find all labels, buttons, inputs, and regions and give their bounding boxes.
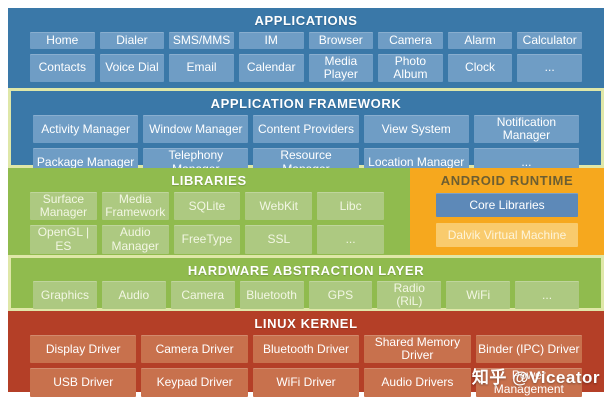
cell: Keypad Driver <box>141 368 248 397</box>
section-android-runtime: ANDROID RUNTIME Core Libraries Dalvik Vi… <box>410 168 604 255</box>
cell: Home <box>30 32 95 49</box>
cell: OpenGL | ES <box>30 225 97 254</box>
cell: Content Providers <box>253 115 359 144</box>
cell: Shared Memory Driver <box>364 335 471 364</box>
cell: Surface Manager <box>30 192 97 221</box>
cell: Libc <box>317 192 384 221</box>
cell: Email <box>169 53 234 82</box>
cell: View System <box>363 115 469 144</box>
cell: Activity Manager <box>33 115 139 144</box>
libraries-title: LIBRARIES <box>171 173 247 188</box>
dalvik-vm-box: Dalvik Virtual Machine <box>436 223 578 247</box>
cell: Audio Drivers <box>364 368 471 397</box>
cell: Clock <box>447 53 513 82</box>
cell: Camera <box>378 32 443 49</box>
cell: ... <box>517 53 582 82</box>
cell: Bluetooth Driver <box>252 335 360 364</box>
cell: Display Driver <box>30 335 137 364</box>
cell: Binder (IPC) Driver <box>475 335 583 364</box>
cell: Radio (RiL) <box>377 281 442 310</box>
cell: Camera <box>170 281 235 310</box>
cell: ... <box>515 281 579 310</box>
cell: Audio <box>101 281 166 310</box>
cell: Photo Album <box>378 53 443 82</box>
cell: USB Driver <box>30 368 137 397</box>
cell: GPS <box>308 281 373 310</box>
hal-title: HARDWARE ABSTRACTION LAYER <box>187 263 425 278</box>
runtime-title: ANDROID RUNTIME <box>440 173 574 188</box>
cell: WiFi <box>446 281 511 310</box>
cell: Calendar <box>238 53 304 82</box>
cell: Calculator <box>517 32 582 49</box>
cell: Browser <box>308 32 374 49</box>
cell: SMS/MMS <box>169 32 234 49</box>
cell: IM <box>238 32 304 49</box>
cell: Media Player <box>308 53 374 82</box>
cell: Dialer <box>99 32 165 49</box>
cell: Alarm <box>447 32 513 49</box>
cell: Bluetooth <box>239 281 304 310</box>
cell: ... <box>317 225 384 254</box>
runtime-boxes: Core Libraries Dalvik Virtual Machine <box>410 191 604 255</box>
cell: FreeType <box>173 225 241 254</box>
cell: Graphics <box>33 281 97 310</box>
cell: Camera Driver <box>141 335 248 364</box>
cell: Voice Dial <box>99 53 165 82</box>
cell: Power Management <box>475 368 583 397</box>
cell: Media Framework <box>101 192 169 221</box>
cell: WebKit <box>245 192 313 221</box>
core-libraries-box: Core Libraries <box>436 193 578 217</box>
applications-title: APPLICATIONS <box>254 13 358 28</box>
framework-title: APPLICATION FRAMEWORK <box>210 96 402 111</box>
cell: WiFi Driver <box>252 368 360 397</box>
cell: SQLite <box>173 192 241 221</box>
cell: Notification Manager <box>473 115 580 144</box>
kernel-title: LINUX KERNEL <box>254 316 358 331</box>
cell: Window Manager <box>143 115 249 144</box>
cell: SSL <box>245 225 313 254</box>
cell: Audio Manager <box>101 225 169 254</box>
cell: Contacts <box>30 53 95 82</box>
